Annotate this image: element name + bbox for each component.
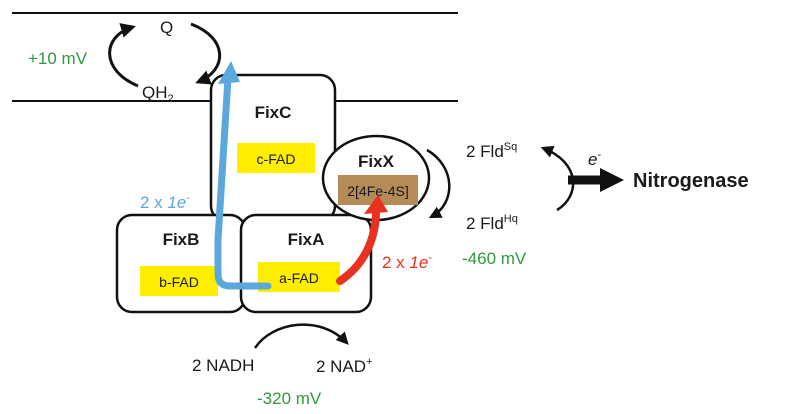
nitrogenase-arrow-head — [600, 168, 624, 192]
fld-cycle-arrow — [426, 148, 451, 219]
b-fad-box — [140, 266, 218, 296]
fixa-name: FixA — [288, 230, 325, 249]
fld-hq-label: 2 FldHq — [466, 213, 518, 233]
c-fad-box — [237, 143, 315, 173]
c-fad-label: c-FAD — [257, 151, 296, 167]
q-potential: +10 mV — [28, 49, 88, 68]
a-fad-label: a-FAD — [279, 270, 319, 286]
red-electron-label: 2 x 1e- — [382, 252, 432, 272]
nitrogenase-label: Nitrogenase — [633, 170, 749, 192]
q-label: Q — [160, 18, 173, 37]
a-fad-box — [258, 262, 340, 292]
fixc-name: FixC — [255, 103, 292, 122]
b-fad-label: b-FAD — [159, 274, 199, 290]
blue-arrow-head — [218, 61, 240, 84]
blue-electron-arrow — [214, 74, 272, 290]
electron-label: e- — [588, 149, 601, 169]
nad-label: 2 NAD+ — [316, 356, 373, 376]
nadh-arrow — [253, 323, 349, 349]
fld-potential: -460 mV — [462, 249, 527, 268]
fixx-name: FixX — [358, 152, 395, 171]
q-cycle-right-arrow — [190, 22, 222, 85]
q-cycle-left-arrow — [108, 23, 139, 88]
red-electron-arrow — [336, 210, 380, 285]
nadh-potential: -320 mV — [257, 389, 322, 408]
fes-label: 2[4Fe-4S] — [347, 183, 408, 199]
nadh-label: 2 NADH — [192, 356, 254, 375]
blue-electron-label: 2 x 1e- — [140, 192, 190, 212]
qh2-label: QH2 — [142, 83, 174, 105]
fld-sq-label: 2 FldSq — [466, 141, 517, 161]
fixb-name: FixB — [163, 230, 200, 249]
red-arrow-head — [364, 195, 388, 214]
